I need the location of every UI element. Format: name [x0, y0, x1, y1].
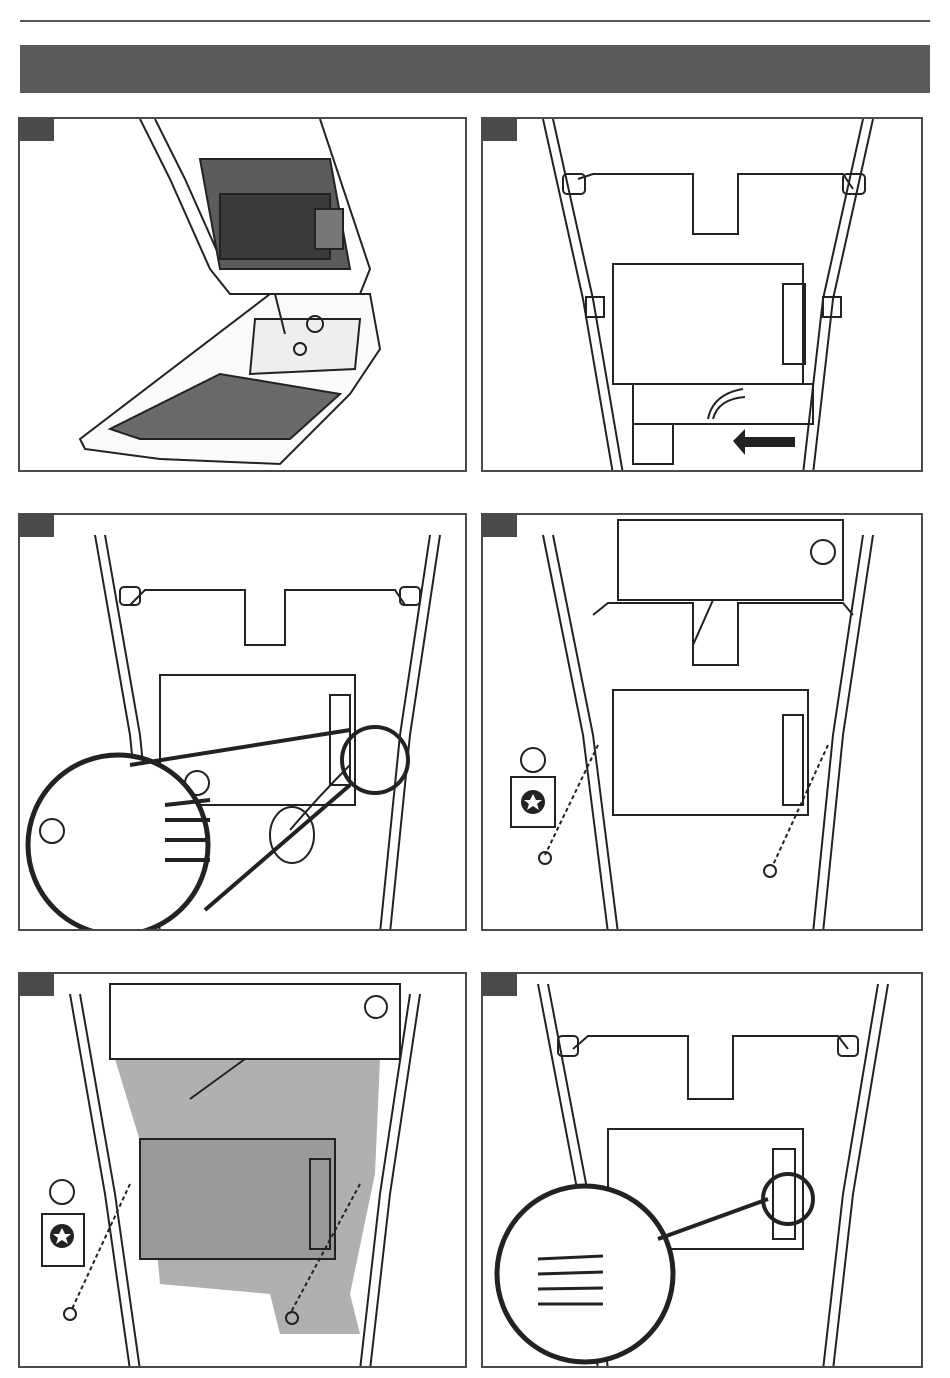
step-1-panel — [18, 117, 467, 472]
step-4-panel — [481, 513, 923, 931]
arrow-icon — [733, 429, 795, 455]
step-3-panel — [18, 513, 467, 931]
reconnect-wires-illustration — [483, 974, 923, 1368]
charger-base-illustration — [483, 119, 923, 472]
step-6-panel — [481, 972, 923, 1368]
remove-cover-illustration — [20, 974, 467, 1368]
top-rule — [20, 20, 930, 22]
open-charger-illustration — [20, 119, 467, 472]
step-2-panel — [481, 117, 923, 472]
step-5-panel — [18, 972, 467, 1368]
section-title-bar — [20, 45, 930, 93]
disconnect-wires-illustration — [20, 515, 467, 931]
remove-screws-illustration — [483, 515, 923, 931]
